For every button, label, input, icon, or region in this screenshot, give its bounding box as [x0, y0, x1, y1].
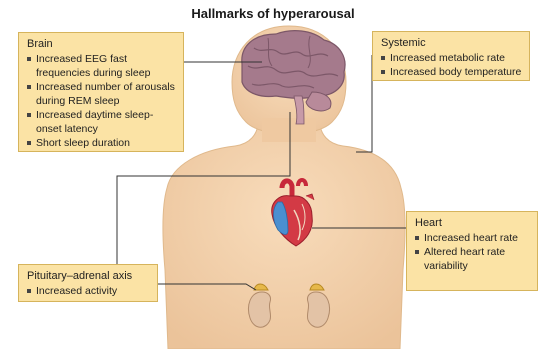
list-item: Increased EEG fast frequencies during sl… [27, 52, 177, 80]
pituitary-callout-header: Pituitary–adrenal axis [27, 269, 151, 283]
brain-callout-header: Brain [27, 37, 177, 51]
pituitary-callout-list: Increased activity [27, 284, 151, 298]
list-item: Increased daytime sleep-onset latency [27, 108, 177, 136]
heart-callout-header: Heart [415, 216, 531, 230]
list-item: Increased heart rate [415, 231, 531, 245]
list-item: Increased activity [27, 284, 151, 298]
brain-callout-list: Increased EEG fast frequencies during sl… [27, 52, 177, 150]
systemic-callout-header: Systemic [381, 36, 523, 50]
list-item: Increased body temperature [381, 65, 523, 79]
list-item: Increased number of arousals during REM … [27, 80, 177, 108]
systemic-callout: Systemic Increased metabolic rate Increa… [372, 31, 530, 81]
heart-callout: Heart Increased heart rate Altered heart… [406, 211, 538, 291]
heart-callout-list: Increased heart rate Altered heart rate … [415, 231, 531, 273]
systemic-leader-line [356, 55, 372, 152]
brain-callout: Brain Increased EEG fast frequencies dur… [18, 32, 184, 152]
list-item: Increased metabolic rate [381, 51, 523, 65]
list-item: Altered heart rate variability [415, 245, 531, 273]
pituitary-adrenal-callout: Pituitary–adrenal axis Increased activit… [18, 264, 158, 302]
list-item: Short sleep duration [27, 136, 177, 150]
systemic-callout-list: Increased metabolic rate Increased body … [381, 51, 523, 79]
